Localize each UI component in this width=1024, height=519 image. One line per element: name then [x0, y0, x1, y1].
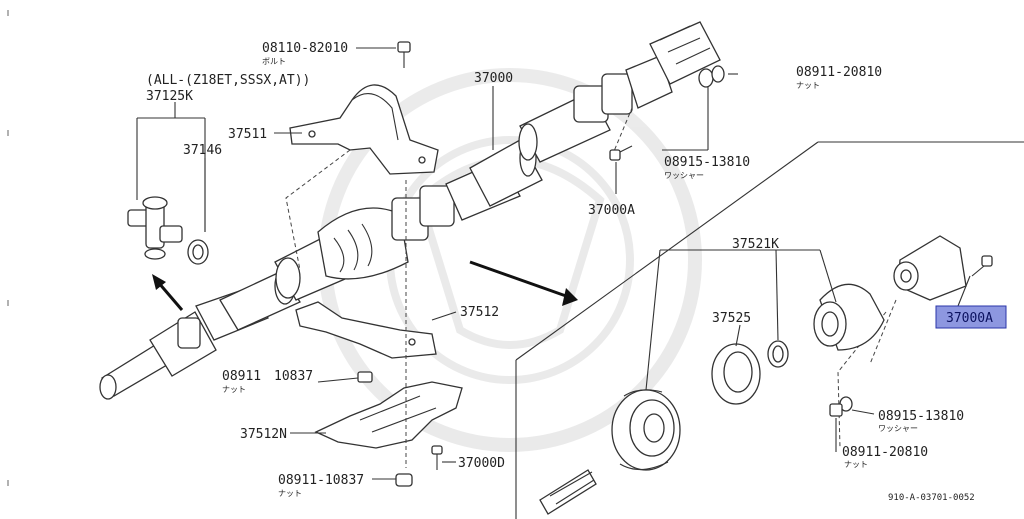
label-highlighted-bolt[interactable]: 37000A — [946, 311, 993, 326]
label-nut-bottom-code: 08911-10837 — [278, 473, 364, 488]
label-nut-top-right-name: ナット — [796, 81, 820, 90]
insulator-plate — [314, 381, 463, 449]
assembly-dashed-lines — [285, 107, 897, 468]
callout-nut-top-right: 08911-20810 ナット — [796, 65, 882, 90]
callout-washer-top: 08915-13810 ワッシャー — [664, 155, 750, 180]
figure-id: 910-A-03701-0052 — [888, 493, 975, 503]
detail-inset — [469, 141, 1024, 519]
universal-joint-cross — [127, 117, 209, 265]
label-nut-right-code: 08911-20810 — [842, 445, 928, 460]
label-snap-ring: 37146 — [183, 143, 222, 158]
label-bearing-part: 37525 — [712, 311, 751, 326]
label-nut-bottom-name: ナット — [278, 489, 302, 498]
label-insulator-plate: 37512N — [240, 427, 287, 442]
label-nut-left-extra: 10837 — [274, 369, 313, 384]
label-bolt-top-name: ボルト — [262, 57, 286, 66]
propeller-shaft-assembly — [99, 21, 725, 400]
callout-washer-right: 08915-13810 ワッシャー — [878, 409, 964, 433]
label-joint: 37125K — [146, 89, 193, 104]
label-washer-top-name: ワッシャー — [664, 171, 704, 180]
label-nut-top-right-code: 08911-20810 — [796, 65, 882, 80]
label-bolt-mid: 37000A — [588, 203, 635, 218]
callout-nut-right: 08911-20810 ナット — [842, 445, 928, 469]
label-propeller-shaft: 37000 — [474, 71, 513, 86]
label-lower-bracket: 37512 — [460, 305, 499, 320]
label-nut-left-name: ナット — [222, 385, 246, 394]
callout-bolt-top: 08110-82010 ボルト — [262, 41, 348, 66]
callout-nut-bottom: 08911-10837 ナット — [278, 473, 364, 498]
label-bolt-bottom: 37000D — [458, 456, 505, 471]
label-washer-right-code: 08915-13810 — [878, 409, 964, 424]
fasteners — [357, 41, 993, 487]
label-center-bracket: 37511 — [228, 127, 267, 142]
label-bearing-kit: 37521K — [732, 237, 779, 252]
center-bracket — [289, 84, 439, 175]
label-washer-right-name: ワッシャー — [878, 424, 918, 433]
callout-nut-left: 08911 10837 ナット — [222, 369, 313, 394]
label-nut-left-code: 08911 — [222, 369, 261, 384]
highlight-box[interactable] — [935, 305, 1007, 329]
label-bolt-top-code: 08110-82010 — [262, 41, 348, 56]
label-washer-top-code: 08915-13810 — [664, 155, 750, 170]
lower-bracket — [295, 301, 437, 359]
label-nut-right-name: ナット — [844, 460, 868, 469]
arrow-up-to-joint — [152, 274, 184, 311]
highlighted-callout[interactable]: 37000A — [935, 275, 1007, 329]
label-variant-note: (ALL-(Z18ET,SSSX,AT)) — [146, 73, 310, 88]
leader-lines — [174, 47, 875, 480]
